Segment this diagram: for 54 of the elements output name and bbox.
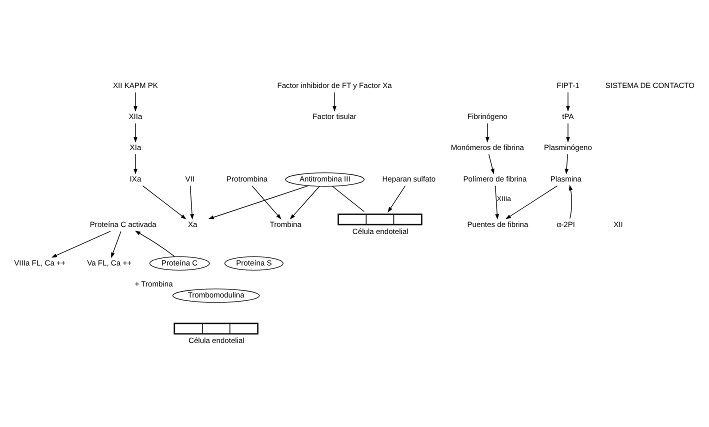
arrow bbox=[134, 92, 138, 112]
node-text: XIa bbox=[130, 142, 142, 152]
node-text: VIIIa FL, Ca ++ bbox=[14, 258, 66, 268]
node-ellipse: Antitrombina III bbox=[285, 172, 365, 187]
arrow bbox=[332, 92, 336, 112]
node-text: Va FL, Ca ++ bbox=[87, 258, 132, 268]
arrow bbox=[51, 230, 111, 258]
node-text: α-2PI bbox=[556, 220, 576, 229]
node-label: + Trombina bbox=[134, 280, 173, 289]
node-text: Puentes de fibrina bbox=[467, 220, 528, 229]
connector bbox=[332, 186, 365, 212]
arrow bbox=[190, 185, 194, 220]
arrow bbox=[505, 185, 558, 220]
arrow bbox=[134, 154, 138, 174]
arrow bbox=[485, 123, 490, 143]
node-text: Factor tisular bbox=[312, 112, 356, 121]
arrow bbox=[495, 185, 500, 220]
arrow bbox=[564, 154, 569, 174]
node-label: Célula endotelial bbox=[188, 336, 244, 345]
label: SISTEMA DE CONTACTO bbox=[605, 80, 695, 90]
arrow bbox=[488, 154, 494, 174]
arrow bbox=[134, 123, 138, 143]
node-text: VII bbox=[185, 174, 195, 184]
label: XII bbox=[614, 220, 623, 229]
node-text: Fibrinógeno bbox=[467, 112, 508, 121]
node-text: Monómeros de fibrina bbox=[450, 142, 524, 152]
node-text: Protrombina bbox=[226, 174, 268, 184]
arrow bbox=[134, 230, 175, 257]
node-text: Factor inhibidor de FT y Factor Xa bbox=[277, 80, 392, 90]
node-text: Plasmina bbox=[550, 174, 582, 184]
node-label: Célula endotelial bbox=[352, 226, 408, 236]
node-text: Polímero de fibrina bbox=[463, 174, 527, 184]
arrow bbox=[142, 185, 186, 220]
node-text: Plasminógeno bbox=[544, 142, 592, 152]
arrow bbox=[111, 231, 122, 258]
node-text: Proteína C activada bbox=[90, 220, 156, 229]
node-ellipse: Proteína C bbox=[149, 256, 210, 271]
node-text: tPA bbox=[562, 112, 574, 121]
arrow bbox=[566, 123, 570, 143]
node-text: XIIa bbox=[128, 112, 142, 121]
arrow bbox=[208, 185, 308, 220]
node-text: XII KAPM PK bbox=[113, 80, 158, 90]
arrow bbox=[388, 185, 406, 213]
node-text: Xa bbox=[188, 220, 198, 229]
node-text: FIPT-1 bbox=[556, 80, 580, 90]
arrow bbox=[568, 184, 573, 219]
arrow bbox=[252, 185, 282, 220]
node-ellipse: Trombomodulina bbox=[172, 288, 260, 303]
node-text: IXa bbox=[130, 174, 142, 184]
node-ellipse: Proteína S bbox=[224, 256, 284, 271]
node-text: Trombina bbox=[270, 220, 302, 229]
arrow bbox=[566, 92, 570, 112]
arrow bbox=[290, 186, 320, 220]
node-text: Heparan sulfato bbox=[382, 174, 436, 184]
